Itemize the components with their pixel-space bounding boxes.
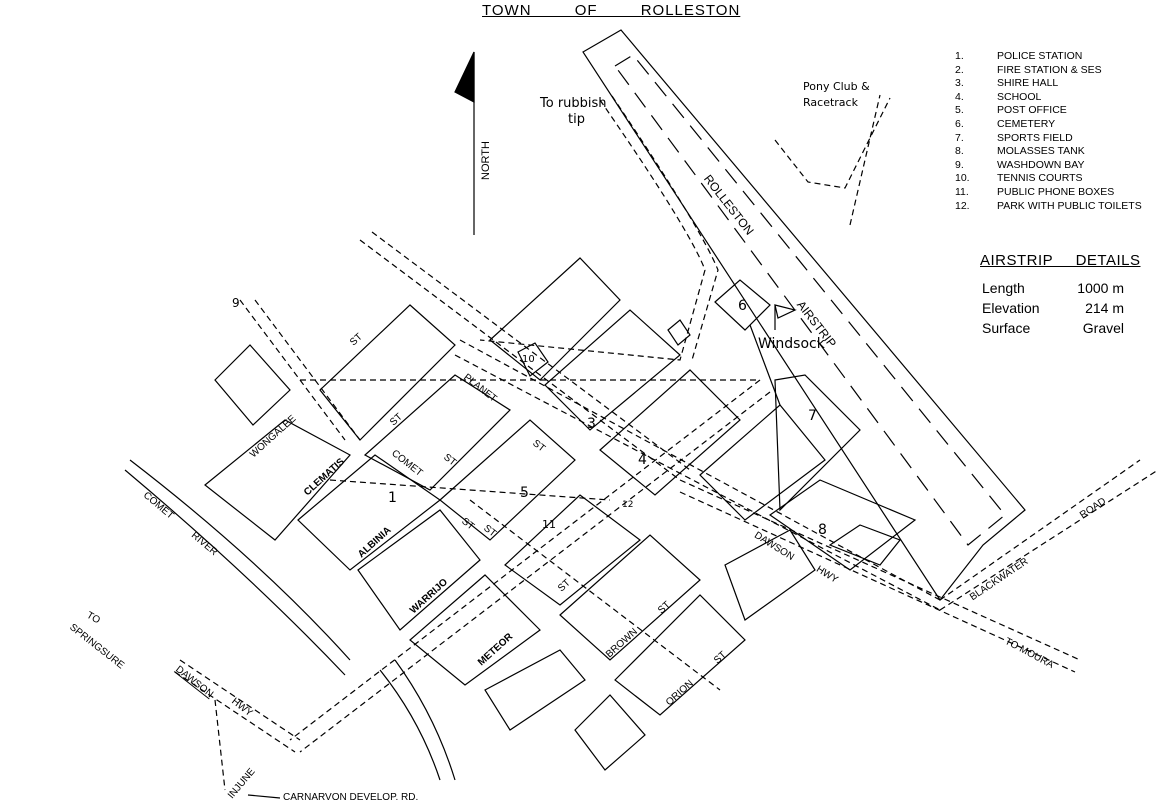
legend-item: 3.SHIRE HALL (955, 77, 1059, 90)
legend-item: 8.MOLASSES TANK (955, 145, 1085, 158)
legend-item: 10.TENNIS COURTS (955, 172, 1083, 185)
map-number-1: 1 (388, 490, 397, 506)
map-number-5: 5 (520, 485, 529, 501)
map-number-4: 4 (638, 452, 647, 468)
town-blocks (204, 257, 917, 771)
carnarvon-label: CARNARVON DEVELOP. RD. (283, 792, 419, 803)
map-number-3: 3 (587, 416, 596, 432)
tip-label: tip (568, 112, 585, 127)
airstrip-details-title: AIRSTRIP DETAILS (980, 252, 1141, 269)
pony-club-label: Pony Club & (803, 80, 870, 93)
north-label: NORTH (480, 141, 492, 180)
legend: 1.POLICE STATION 2.FIRE STATION & SES 3.… (955, 50, 1142, 213)
legend-item: 6.CEMETERY (955, 117, 1056, 130)
legend-item: 1.POLICE STATION (955, 50, 1083, 62)
racetrack-label: Racetrack (803, 96, 858, 109)
legend-item: 12.PARK WITH PUBLIC TOILETS (955, 199, 1142, 212)
comet-river (124, 459, 456, 781)
airstrip-boundary (582, 29, 1026, 602)
map-number-7: 7 (808, 408, 817, 424)
legend-item: 5.POST OFFICE (955, 104, 1067, 117)
rubbish-label: To rubbish (540, 96, 607, 111)
map-number-8: 8 (818, 522, 827, 538)
north-arrow-icon (454, 51, 475, 235)
legend-item: 7.SPORTS FIELD (955, 131, 1073, 144)
map-number-6: 6 (738, 298, 747, 314)
legend-item: 9.WASHDOWN BAY (955, 158, 1085, 171)
legend-item: 4.SCHOOL (955, 90, 1042, 103)
map-number-11: 11 (542, 518, 556, 531)
map-title: TOWN OF ROLLESTON (482, 2, 741, 19)
airstrip-runway (614, 54, 1006, 546)
map-number-12: 12 (622, 500, 634, 510)
map-number-10: 10 (522, 354, 535, 365)
map-number-9: 9 (232, 296, 240, 310)
legend-item: 11.PUBLIC PHONE BOXES (955, 185, 1115, 198)
windsock-label: Windsock (758, 336, 825, 352)
legend-item: 2.FIRE STATION & SES (955, 63, 1102, 76)
